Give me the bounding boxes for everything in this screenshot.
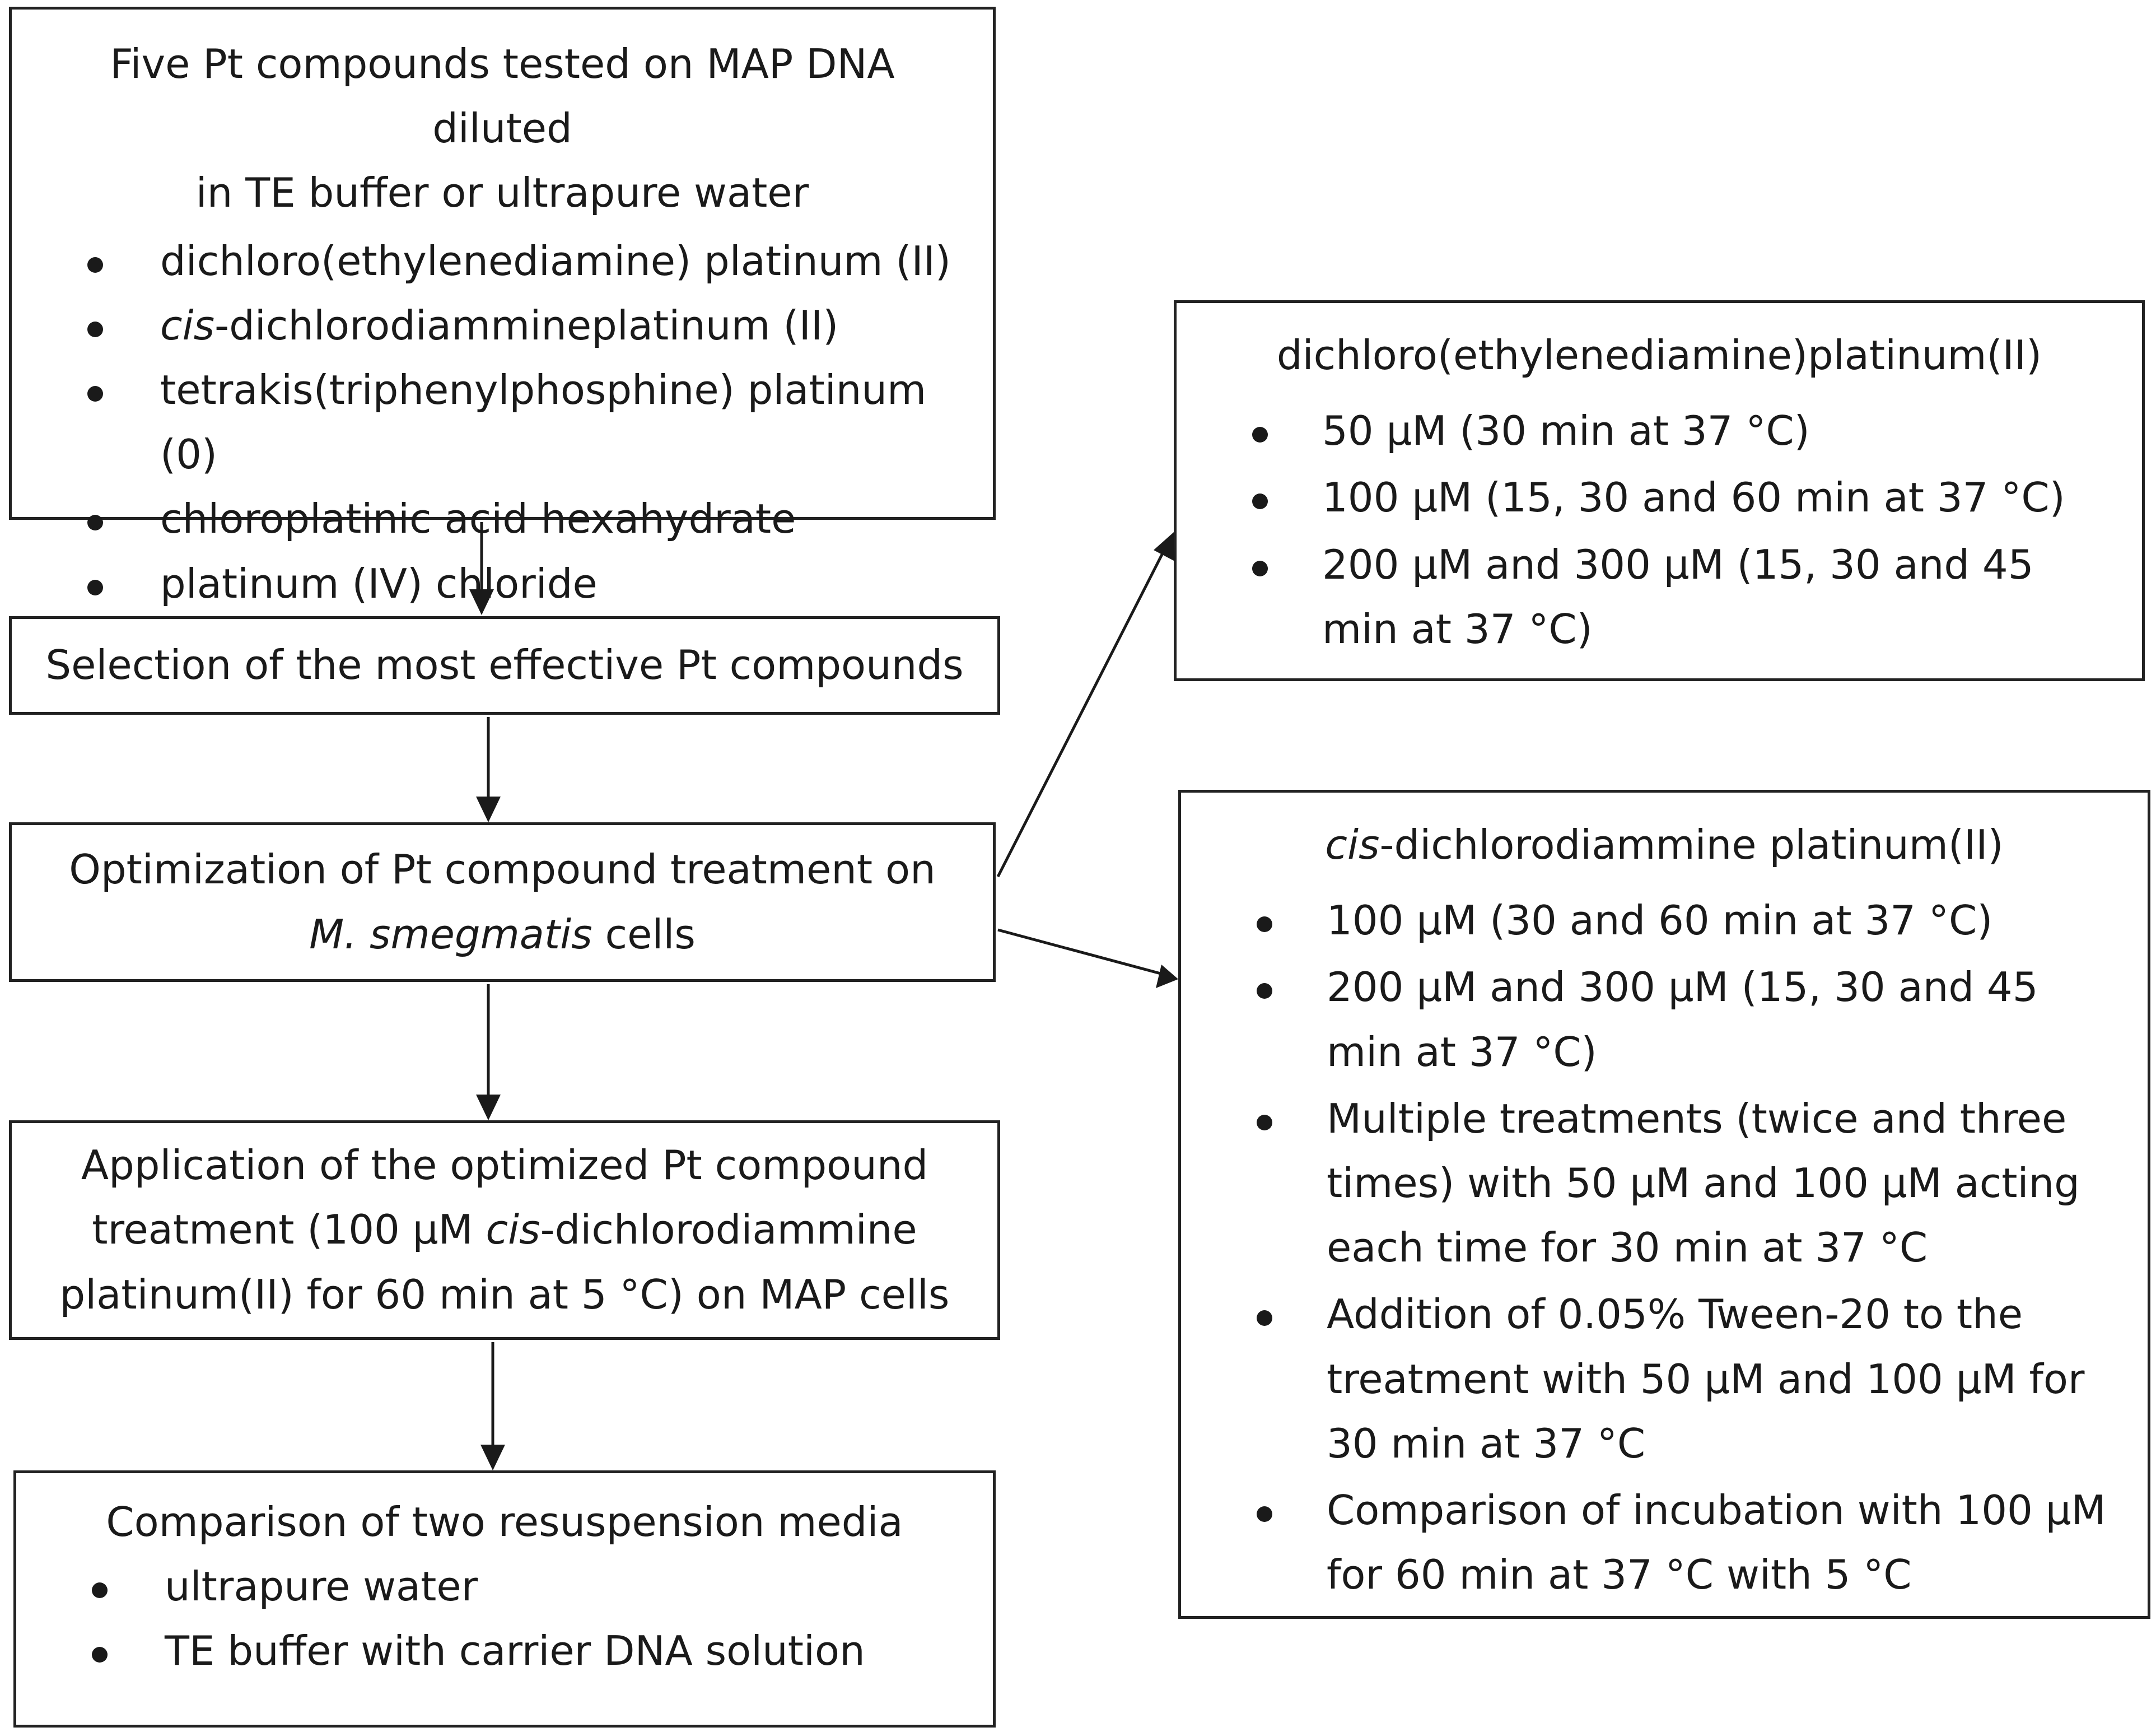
branch-b-item-2: 200 μM and 300 μM (15, 30 and 45 min at … xyxy=(1203,955,2125,1084)
branch-a-title: dichloro(ethylenediamine)platinum(II) xyxy=(1276,332,2042,379)
branch-a-item-3: 200 μM and 300 μM (15, 30 and 45 min at … xyxy=(1199,533,2120,662)
step4-line1: Application of the optimized Pt compound xyxy=(81,1142,928,1189)
branch-a-list: 50 μM (30 min at 37 °C) 100 μM (15, 30 a… xyxy=(1199,399,2120,662)
step2-box: Selection of the most effective Pt compo… xyxy=(9,616,1000,715)
step1-item-1: dichloro(ethylenediamine) platinum (II) xyxy=(34,229,970,294)
branch-b-list: 100 μM (30 and 60 min at 37 °C) 200 μM a… xyxy=(1203,888,2125,1607)
arrowhead-step3-to-branch-a xyxy=(1154,532,1175,561)
step5-title: Comparison of two resuspension media xyxy=(106,1498,903,1545)
branch-b-item-4: Addition of 0.05% Tween-20 to the treatm… xyxy=(1203,1282,2125,1476)
step1-list: dichloro(ethylenediamine) platinum (II) … xyxy=(34,229,970,616)
arrowhead-step2-to-step3 xyxy=(476,797,501,822)
step1-box: Five Pt compounds tested on MAP DNA dilu… xyxy=(9,7,996,607)
step5-item-2: TE buffer with carrier DNA solution xyxy=(39,1619,970,1683)
arrow-step3-to-branch-a xyxy=(996,548,1166,878)
step1-item-5: platinum (IV) chloride xyxy=(34,552,970,616)
arrow-step3-to-branch-b xyxy=(997,928,1165,976)
step5-list: ultrapure water TE buffer with carrier D… xyxy=(39,1554,970,1683)
step3-line1: Optimization of Pt compound treatment on xyxy=(69,846,936,893)
step4-box: Application of the optimized Pt compound… xyxy=(9,1120,1000,1340)
branch-b-title: cis-dichlorodiammine platinum(II) xyxy=(1325,821,2004,868)
step5-item-1: ultrapure water xyxy=(39,1554,970,1619)
branch-b-item-5: Comparison of incubation with 100 μM for… xyxy=(1203,1478,2125,1607)
step3-line2: cells xyxy=(592,910,696,958)
step1-title-line1: Five Pt compounds tested on MAP DNA dilu… xyxy=(110,40,895,152)
branch-b-box: cis-dichlorodiammine platinum(II) 100 μM… xyxy=(1178,790,2150,1619)
branch-a-item-1: 50 μM (30 min at 37 °C) xyxy=(1199,399,2120,463)
step5-box: Comparison of two resuspension media ult… xyxy=(13,1470,996,1728)
step1-title-line2: in TE buffer or ultrapure water xyxy=(195,169,809,217)
arrowhead-step1-to-step2 xyxy=(469,589,494,615)
step1-item-2: cis-dichlorodiammineplatinum (II) xyxy=(34,294,970,358)
branch-a-box: dichloro(ethylenediamine)platinum(II) 50… xyxy=(1174,300,2145,681)
step3-box: Optimization of Pt compound treatment on… xyxy=(9,822,996,982)
arrowhead-step4-to-step5 xyxy=(480,1445,505,1470)
step1-title: Five Pt compounds tested on MAP DNA dilu… xyxy=(34,32,970,226)
branch-b-item-1: 100 μM (30 and 60 min at 37 °C) xyxy=(1203,888,2125,953)
branch-a-item-2: 100 μM (15, 30 and 60 min at 37 °C) xyxy=(1199,465,2120,530)
arrowhead-step3-to-step4 xyxy=(476,1095,501,1120)
step3-organism: M. smegmatis xyxy=(309,910,592,958)
step1-item-4: chloroplatinic acid hexahydrate xyxy=(34,487,970,551)
step1-item-3: tetrakis(triphenylphosphine) platinum (0… xyxy=(34,358,970,487)
branch-b-item-3: Multiple treatments (twice and three tim… xyxy=(1203,1087,2125,1281)
arrowhead-step3-to-branch-b xyxy=(1156,965,1178,988)
step4-line3: platinum(II) for 60 min at 5 °C) on MAP … xyxy=(59,1270,950,1318)
step2-title: Selection of the most effective Pt compo… xyxy=(45,641,964,689)
